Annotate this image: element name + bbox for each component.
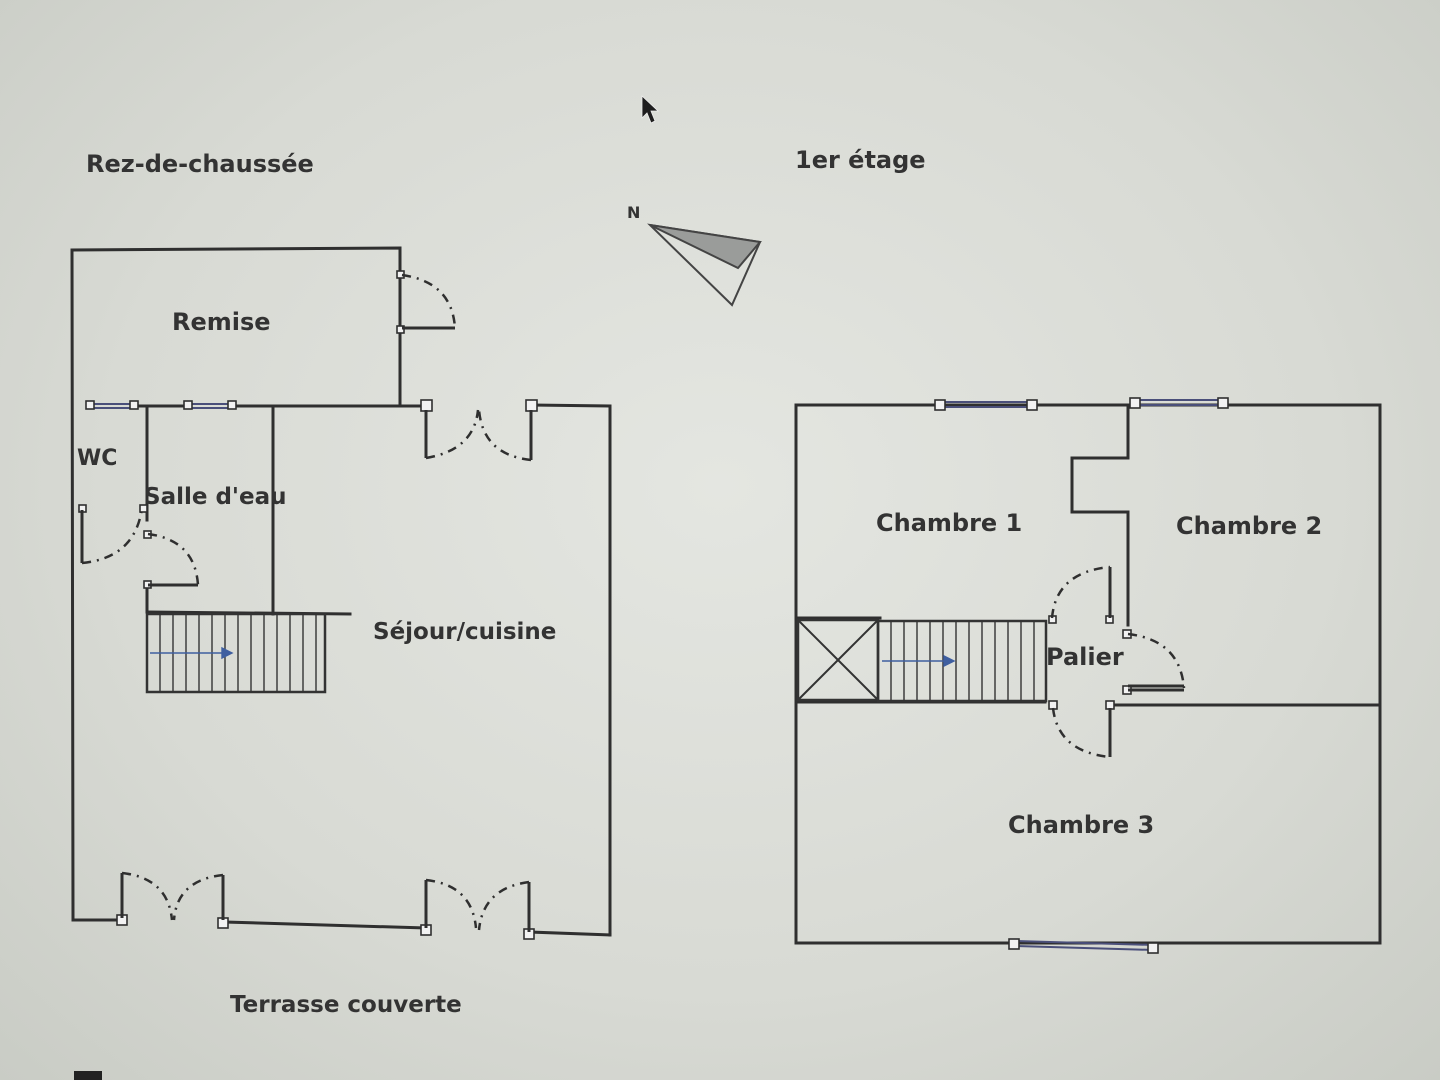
door-terrace-west [116,871,229,929]
room-label-chambre1: Chambre 1 [876,509,1022,537]
ground-floor-title: Rez-de-chaussée [86,150,314,178]
door-salle-eau [143,530,200,589]
door-sejour-north [420,399,538,462]
room-label-salle-eau: Salle d'eau [144,484,286,510]
room-label-palier: Palier [1046,643,1124,671]
wall-segment [530,403,612,937]
window-wc [85,400,139,410]
wall-segment [1070,403,1130,627]
room-label-chambre3: Chambre 3 [1008,811,1154,839]
ground-staircase [145,612,327,694]
wall-segment [223,920,427,930]
screen-edge-mark [74,1071,102,1080]
room-label-remise: Remise [172,308,271,336]
first-floor-outer-wall [794,403,1382,945]
room-label-wc: WC [77,446,117,471]
north-label: N [627,203,640,222]
door-wc [78,504,148,565]
window-chambre1 [934,399,1038,411]
door-remise [396,270,457,334]
ground-outer-wall [70,246,402,922]
wall-segment [528,930,612,937]
label-terrasse: Terrasse couverte [230,992,462,1018]
door-chambre2 [1122,629,1186,695]
door-chambre1 [1048,565,1114,624]
first-floor-plan: Chambre 1 Chambre 2 Palier Chambre 3 [794,397,1382,954]
room-label-chambre2: Chambre 2 [1176,512,1322,540]
room-label-sejour: Séjour/cuisine [373,619,556,645]
mouse-cursor-icon [641,95,660,124]
north-arrow-icon: N [627,203,762,307]
door-chambre3 [1048,700,1115,759]
first-floor-staircase [876,619,1048,703]
window-chambre2 [1129,397,1229,409]
door-terrace-east [420,878,535,940]
stair-void [796,618,880,702]
ground-floor-plan: Remise WC Salle d'eau Séjour/cuisine Ter… [70,246,612,1018]
first-floor-title: 1er étage [795,146,926,174]
window-salle-eau [183,400,237,410]
window-chambre3 [1008,938,1159,954]
